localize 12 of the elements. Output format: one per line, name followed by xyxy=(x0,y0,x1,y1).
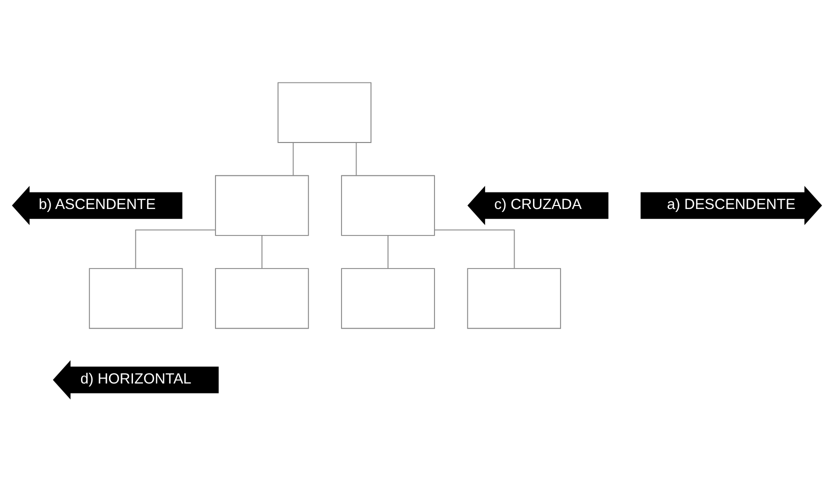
node-box xyxy=(467,268,562,328)
node-box xyxy=(215,268,309,328)
node-box xyxy=(278,82,372,142)
connector xyxy=(434,228,515,268)
node-box xyxy=(88,268,183,328)
connector xyxy=(356,142,357,176)
connector xyxy=(292,142,294,176)
connector xyxy=(135,228,216,268)
connector xyxy=(261,234,262,268)
node-box xyxy=(341,174,435,236)
node-box xyxy=(341,268,435,328)
node-box xyxy=(215,174,309,236)
